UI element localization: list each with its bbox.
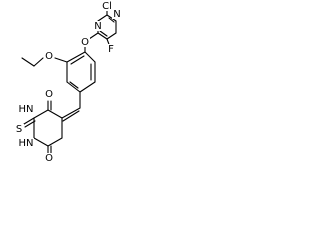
ethoxy-group [21,57,68,67]
thiobarbiturate-ring [23,100,63,156]
atom-o-carbonyl-lower: O [45,153,53,164]
atom-o-ethoxy: O [45,51,53,62]
atom-cl: Cl [102,1,112,12]
atom-n-pyrimidine-2: N [94,21,101,32]
methylidene-link [61,91,81,122]
atom-o-ether: O [81,37,89,48]
chemical-structure-diagram: Cl N N F O O O HN HN S O [14,1,122,164]
atom-nh-lower: HN [19,138,34,149]
atom-n-pyrimidine-1: N [113,9,120,20]
atom-nh-upper: HN [19,104,34,115]
atom-labels: Cl N N F O O O HN HN S O [14,1,122,164]
atom-s: S [16,124,22,135]
atom-f: F [108,44,114,55]
atom-o-carbonyl-upper: O [45,89,53,100]
benzene-ring [66,51,96,93]
